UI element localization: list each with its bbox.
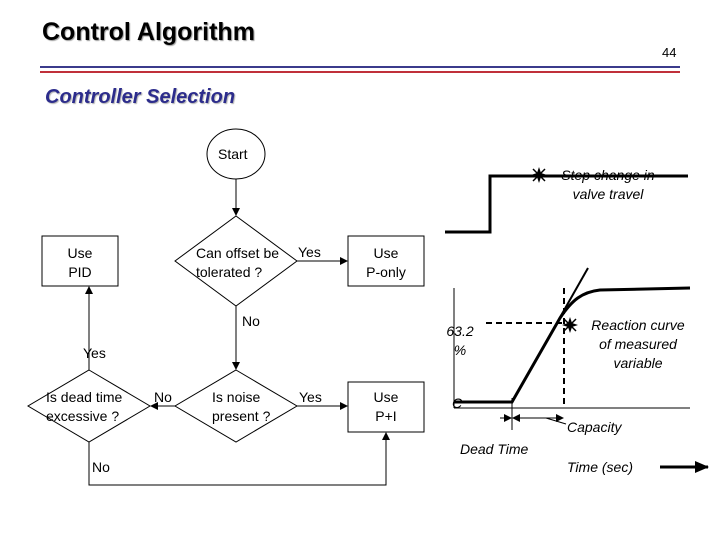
page-title: Control Algorithm <box>42 18 255 46</box>
capacity-label: Capacity <box>567 419 622 435</box>
dead-time-no-bottom-label: No <box>92 459 110 475</box>
noise-question-line1: Is noise <box>212 389 261 405</box>
reaction-curve-star-icon <box>562 317 578 333</box>
title-rule-blue <box>40 66 680 68</box>
c-label: C <box>452 395 463 411</box>
offset-question-line1: Can offset be <box>196 245 280 261</box>
time-axis-label: Time (sec) <box>567 459 633 475</box>
noise-question-line2: present ? <box>212 408 271 424</box>
use-pi-box <box>347 381 425 433</box>
arrow-dead-time-no <box>88 432 390 486</box>
capacity-leader <box>545 417 567 425</box>
use-p-only-line2: P-only <box>366 264 406 280</box>
reaction-curve-line1: Reaction curve <box>591 317 685 333</box>
dead-time-question-line1: Is dead time <box>46 389 123 405</box>
use-pi-line1: Use <box>373 389 399 405</box>
title-rule-red <box>40 71 680 73</box>
dead-time-yes-label: Yes <box>83 345 106 361</box>
valve-step-line <box>445 174 688 234</box>
noise-decision-diamond <box>174 369 298 443</box>
step-change-line2: valve travel <box>572 186 644 202</box>
step-change-star-icon <box>531 167 547 183</box>
use-pid-box <box>41 235 119 287</box>
use-pid-line1: Use <box>67 245 93 261</box>
tangent-line <box>511 267 589 403</box>
offset-yes-label: Yes <box>298 244 321 260</box>
start-label: Start <box>218 146 248 162</box>
dead-time-no-side-label: No <box>154 389 172 405</box>
use-pid-line2: PID <box>68 264 92 280</box>
percent-label-line2: % <box>453 342 467 358</box>
noise-yes-label: Yes <box>299 389 322 405</box>
dead-time-question-line2: excessive ? <box>46 408 120 424</box>
page-number: 44 <box>662 45 677 60</box>
reaction-curve-line3: variable <box>613 355 663 371</box>
use-p-only-line1: Use <box>373 245 399 261</box>
use-pi-line2: P+I <box>375 408 397 424</box>
section-subtitle: Controller Selection <box>45 86 236 108</box>
offset-question-line2: tolerated ? <box>196 264 263 280</box>
step-change-line1: Step change in <box>561 167 655 183</box>
use-p-only-box <box>347 235 425 287</box>
percent-label-line1: 63.2 <box>446 323 474 339</box>
dead-time-label: Dead Time <box>460 441 529 457</box>
reaction-curve-line2: of measured <box>599 336 677 352</box>
offset-no-label: No <box>242 313 260 329</box>
